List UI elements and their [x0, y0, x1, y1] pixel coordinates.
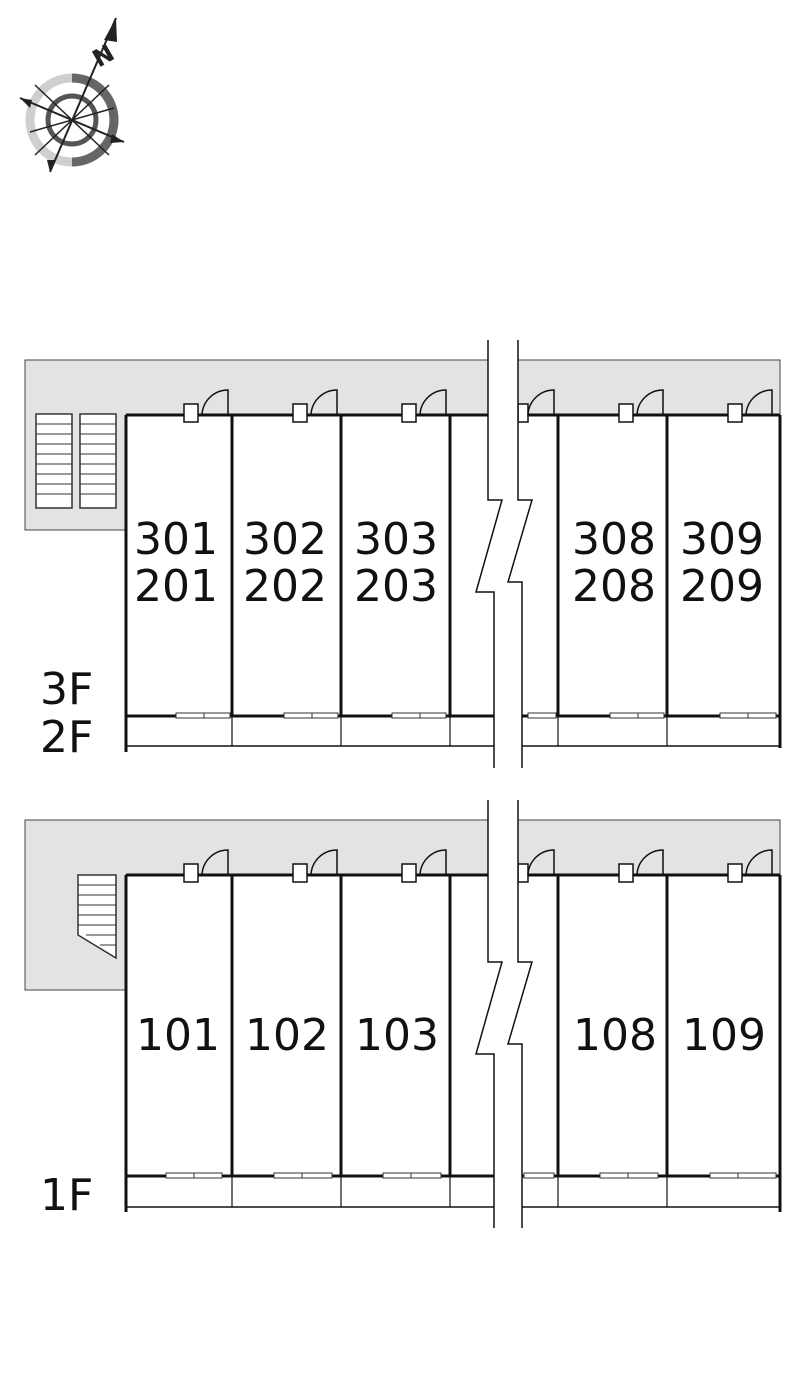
- lower-balcony-dividers: [231, 1176, 668, 1207]
- upper-unit-labels: 301 201 302 202 303 203 308 208 309 209: [134, 514, 764, 612]
- upper-windows: [175, 712, 777, 719]
- lower-doors: [183, 849, 773, 883]
- lower-floor-plan: 101 102 103 108 109 1F: [24, 800, 782, 1228]
- upper-break-mark: [475, 340, 534, 768]
- compass-west-arrow: [20, 98, 32, 108]
- unit-number: 203: [354, 561, 438, 612]
- door-icon: [401, 849, 447, 883]
- upper-floor-plan: 301 201 302 202 303 203 308 208 309 209 …: [24, 340, 782, 768]
- compass-inner-ring: [45, 93, 99, 147]
- unit-number: 302: [243, 514, 327, 565]
- lower-unit-walls: [230, 875, 669, 1176]
- lower-unit-labels: 101 102 103 108 109: [136, 1010, 766, 1061]
- floor-label-2f: 2F: [40, 712, 93, 763]
- unit-number: 101: [136, 1010, 220, 1061]
- door-icon: [727, 389, 773, 423]
- unit-number: 102: [245, 1010, 329, 1061]
- compass-rose-icon: N: [19, 17, 125, 173]
- unit-number: 103: [355, 1010, 439, 1061]
- door-icon: [183, 849, 229, 883]
- compass-dark-ring: [71, 73, 119, 167]
- upper-doors: [183, 389, 773, 423]
- unit-number: 108: [573, 1010, 657, 1061]
- door-icon: [618, 389, 664, 423]
- unit-number: 109: [682, 1010, 766, 1061]
- door-icon: [401, 389, 447, 423]
- door-icon: [292, 389, 338, 423]
- compass-diagonal-line: [29, 107, 115, 133]
- door-icon: [183, 389, 229, 423]
- unit-number: 301: [134, 514, 218, 565]
- unit-number: 201: [134, 561, 218, 612]
- unit-number: 308: [572, 514, 656, 565]
- unit-number: 309: [680, 514, 764, 565]
- compass-needle: [49, 17, 117, 173]
- lower-break-mark: [475, 800, 534, 1228]
- unit-number: 209: [680, 561, 764, 612]
- single-stair-icon: [77, 874, 117, 960]
- door-icon: [618, 849, 664, 883]
- door-icon: [727, 849, 773, 883]
- compass-south-arrow: [47, 160, 55, 172]
- floor-label-3f: 3F: [40, 664, 93, 715]
- unit-number: 202: [243, 561, 327, 612]
- compass-east-arrow: [110, 134, 124, 143]
- upper-balcony-dividers: [231, 716, 668, 746]
- lower-windows: [165, 1172, 777, 1179]
- compass-north-arrow: [104, 18, 117, 42]
- floor-label-1f: 1F: [40, 1170, 93, 1221]
- upper-unit-walls: [230, 415, 669, 716]
- unit-number: 303: [354, 514, 438, 565]
- compass-north-label: N: [88, 39, 119, 73]
- door-icon: [292, 849, 338, 883]
- double-stair-icon: [35, 413, 117, 509]
- unit-number: 208: [572, 561, 656, 612]
